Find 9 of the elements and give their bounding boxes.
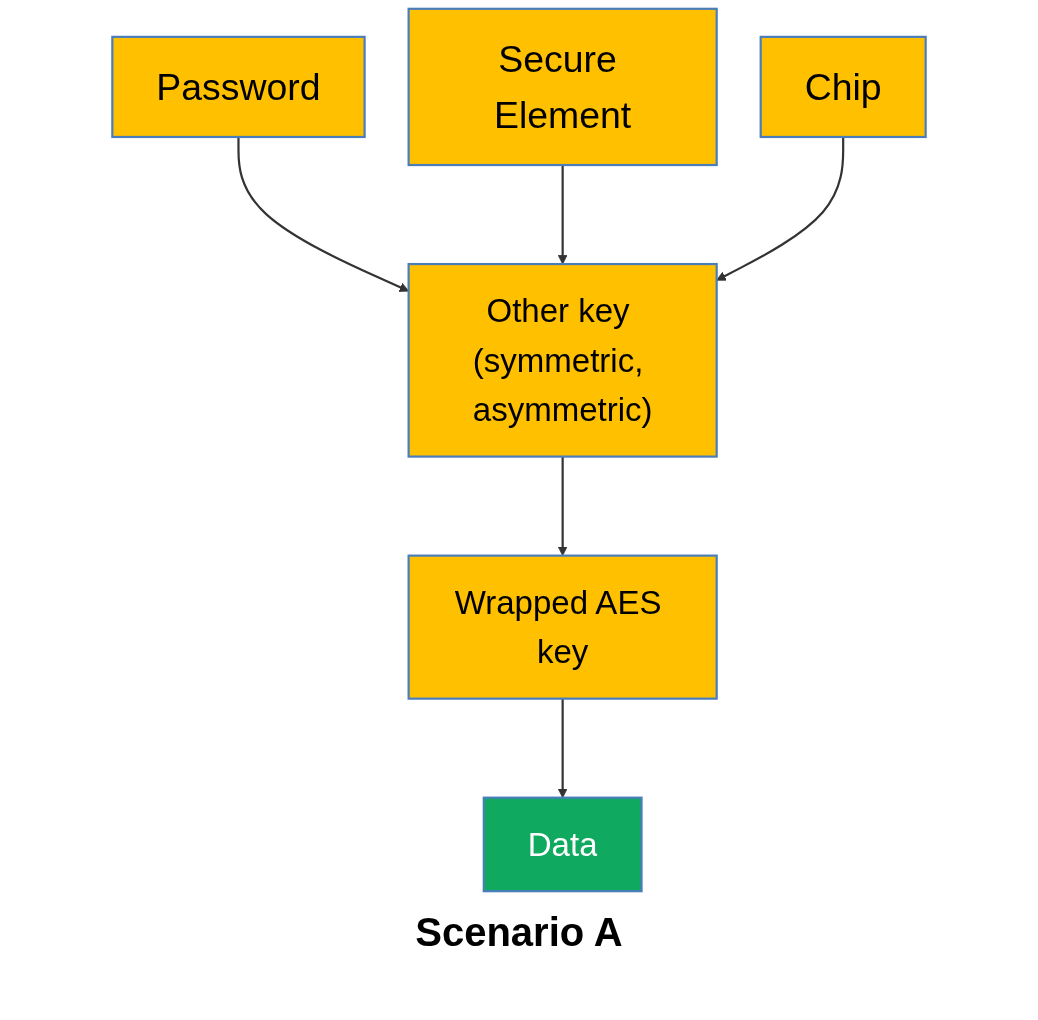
arrow [716, 137, 845, 281]
node-box: Password [111, 35, 366, 139]
node-box: Wrapped AES key [407, 554, 718, 700]
caption: Scenario A [415, 910, 623, 955]
node-box: Secure Element [407, 7, 718, 167]
node-box: Data [482, 796, 643, 893]
arrow [557, 165, 568, 265]
node-box: Chip [759, 35, 927, 139]
node-box: Other key (symmetric, asymmetric) [407, 262, 718, 458]
